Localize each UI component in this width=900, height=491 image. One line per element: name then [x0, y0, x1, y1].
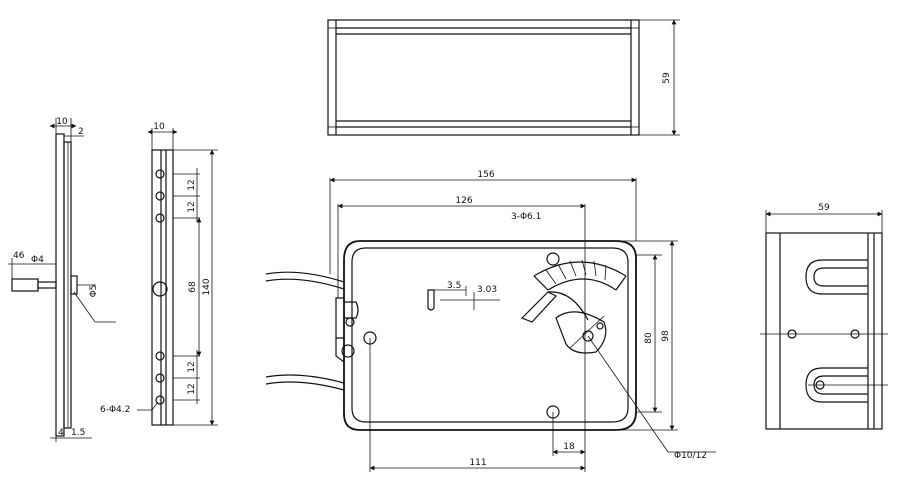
top-view: 59 — [327, 19, 680, 136]
rail-pitch-b-dim: 12 — [187, 201, 197, 212]
side-phi5-dim: Φ5 — [89, 285, 99, 298]
front-holes-callout: 3-Φ6.1 — [511, 212, 541, 222]
rail-center-dim: 68 — [188, 281, 198, 293]
front-overall-height-dim: 98 — [661, 330, 671, 342]
top-height-dim: 59 — [662, 72, 672, 84]
rail-pitch-d-dim: 12 — [187, 383, 197, 394]
rail-pitch-a-dim: 12 — [187, 179, 197, 190]
rail-pitch-c-dim: 12 — [187, 361, 197, 372]
front-shaft-callout: Φ10/12 — [674, 451, 707, 461]
side-offset-dim: 4 — [58, 428, 64, 438]
front-inner-height-dim: 80 — [644, 332, 654, 344]
mounting-rail: 10 12 12 12 12 68 140 6-Φ4.2 — [100, 122, 218, 426]
front-hole-span-dim: 126 — [455, 196, 472, 206]
right-view: 59 — [760, 203, 888, 430]
side-plate-thk-dim: 1.5 — [71, 428, 85, 438]
side-plate-dim: 2 — [78, 127, 84, 137]
side-shaft-len-dim: 46 — [13, 251, 25, 261]
front-view: 3.5 3.03 Φ10/12 156 126 3-Φ6.1 — [265, 170, 716, 472]
side-view: 10 2 46 Φ4 Φ5 4 1.5 — [8, 117, 116, 442]
rail-width-dim: 10 — [153, 122, 165, 132]
side-phi4-dim: Φ4 — [31, 255, 44, 265]
right-width-dim: 59 — [818, 203, 830, 213]
front-dim-b: 3.03 — [477, 285, 497, 295]
rail-overall-dim: 140 — [202, 278, 212, 295]
front-bottom-span-dim: 111 — [469, 458, 486, 468]
rail-holes-callout: 6-Φ4.2 — [100, 405, 130, 415]
front-overall-width-dim: 156 — [477, 170, 494, 180]
front-dim-a: 3.5 — [447, 281, 461, 291]
side-thickness-dim: 10 — [56, 117, 68, 127]
front-bottom-offset-dim: 18 — [563, 442, 575, 452]
